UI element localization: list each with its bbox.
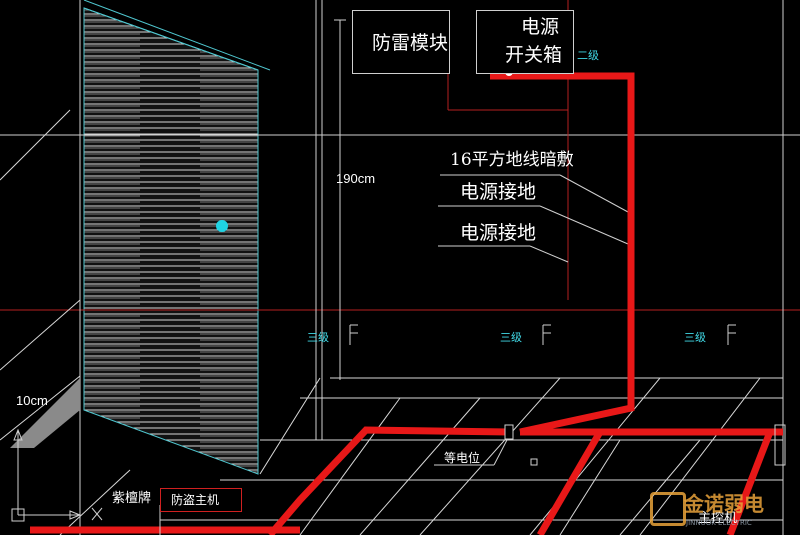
ucs-axis-icon — [11, 428, 103, 522]
panel-edge-top — [83, 7, 259, 71]
socket-marker — [216, 220, 228, 232]
level-3-label-mid: 三级 — [500, 331, 522, 344]
level-2-label: 二级 — [577, 49, 599, 62]
watermark-logo-icon — [650, 492, 686, 526]
equipotential-node — [530, 458, 538, 466]
main-host-label: 主控机 — [698, 511, 738, 526]
power-box-label-line2: 开关箱 — [505, 44, 563, 66]
lightning-module-box — [352, 10, 450, 74]
width-dimension-label: 10cm — [16, 393, 48, 408]
lightning-module-label: 防雷模块 — [372, 32, 449, 54]
power-ground-label-2: 电源接地 — [460, 222, 537, 244]
watermark-text: 金诺弱电 — [684, 492, 764, 516]
ground-wire — [30, 72, 783, 535]
alarm-host-frame — [160, 488, 242, 512]
level-3-label-right: 三级 — [684, 331, 706, 344]
equipotential-bar-left — [504, 424, 514, 440]
equipotential-label: 等电位 — [444, 451, 481, 465]
power-switch-box — [476, 10, 574, 74]
left-wall-lines — [0, 109, 131, 535]
panel-diagonal — [83, 0, 271, 71]
watermark-subtext: JINNUOK ELECTRIC — [686, 519, 752, 527]
floor-grid — [160, 377, 783, 535]
power-box-label-line1: 电源 — [521, 16, 560, 38]
alarm-host-label: 防盗主机 — [171, 493, 220, 507]
level3-ground-symbols — [349, 324, 736, 345]
wall-thickness-wedge — [10, 378, 80, 448]
level-3-label-left: 三级 — [307, 331, 329, 344]
ground-wire-note: 16平方地线暗敷 — [450, 150, 574, 170]
cabinet-label: 紫檀牌 — [112, 491, 152, 506]
power-ground-label-1: 电源接地 — [460, 181, 537, 203]
label-leaders — [434, 174, 629, 466]
hatched-wall-panel — [83, 7, 259, 475]
height-dimension-label: 190cm — [336, 171, 376, 186]
main-host-bracket — [774, 424, 786, 466]
